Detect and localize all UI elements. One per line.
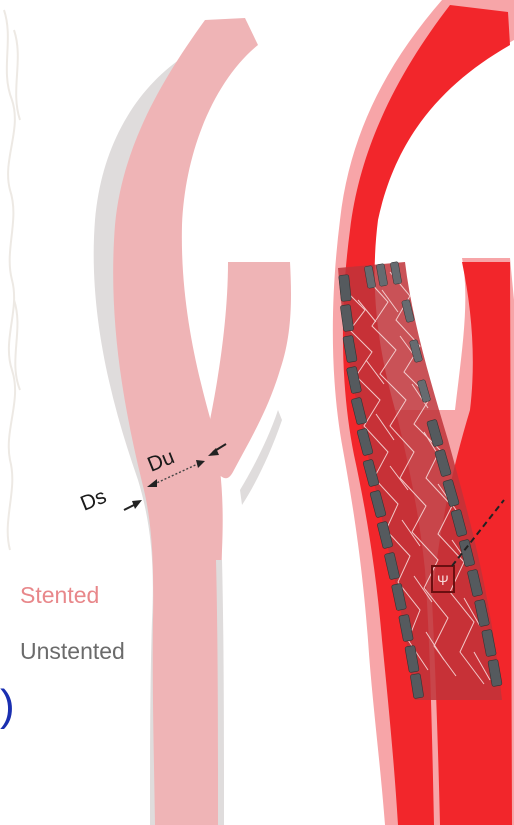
right-vessel-group: Ψ [333, 0, 514, 825]
legend-unstented: Unstented [20, 638, 125, 664]
ds-label: Ds [77, 485, 109, 516]
ds-pointer-line [124, 505, 134, 510]
watermark-strip [4, 10, 20, 550]
stent-detail-glyph: Ψ [437, 572, 449, 588]
ds-pointer-head [132, 500, 142, 509]
left-vessel-group: Du Ds [77, 18, 291, 825]
legend-stented: Stented [20, 582, 99, 608]
stented-vessel-branch [208, 262, 291, 478]
blue-parenthesis: ) [0, 681, 15, 730]
